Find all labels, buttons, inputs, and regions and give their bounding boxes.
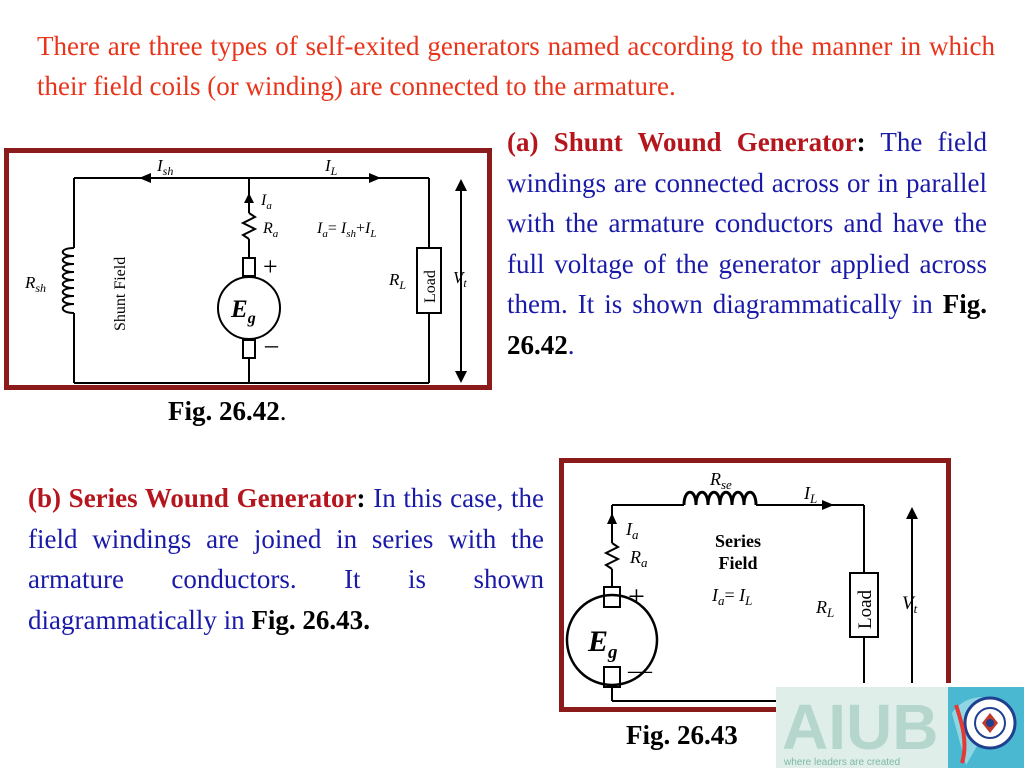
vt-arrow-bottom <box>455 371 467 383</box>
armature-resistor-ra <box>240 212 258 240</box>
shunt-body: The field windings are connected across … <box>507 127 987 319</box>
shunt-heading: (a) Shunt Wound Generator <box>507 127 857 157</box>
il-arrow <box>369 173 381 183</box>
label-vt: Vt <box>453 268 467 290</box>
label-rse: Rse <box>709 469 732 492</box>
armature-resistor-ra <box>603 542 621 570</box>
series-circuit-diagram: Rse IL Ia Ra Series Field Ia= IL + — Eg … <box>565 469 918 703</box>
label-il: IL <box>324 156 338 178</box>
label-plus: + <box>628 580 645 613</box>
series-heading: (b) Series Wound Generator <box>28 483 357 513</box>
label-series-line1: Series <box>715 531 761 551</box>
label-current-equation: Ia= Ish+IL <box>316 220 376 240</box>
shunt-field-coil <box>61 247 75 314</box>
series-colon: : <box>356 483 366 513</box>
label-rsh: Rsh <box>24 273 46 295</box>
label-load: Load <box>422 270 439 303</box>
label-minus: – <box>264 330 279 359</box>
label-rl: RL <box>388 270 406 292</box>
vt-arrow-top <box>906 507 918 519</box>
label-load: Load <box>855 589 876 629</box>
armature-brush-top <box>603 586 621 608</box>
intro-paragraph: There are three types of self-exited gen… <box>37 31 995 101</box>
label-ia: Ia <box>260 192 272 212</box>
label-current-equation: Ia= IL <box>711 585 752 608</box>
label-minus: — <box>627 658 653 684</box>
series-field-coil <box>682 490 758 506</box>
armature-circle <box>565 593 659 687</box>
label-vt: Vt <box>902 593 918 616</box>
label-il: IL <box>803 483 817 506</box>
label-plus: + <box>263 252 278 281</box>
ish-arrow <box>139 173 151 183</box>
fig-26-42-caption-end: . <box>279 396 287 426</box>
label-ra: Ra <box>262 220 279 240</box>
label-shunt-field: Shunt Field <box>112 257 129 331</box>
series-description: (b) Series Wound Generator: In this case… <box>28 478 544 640</box>
shunt-circuit-diagram: Ish IL Ia Ra Ia= Ish+IL Rsh Shunt Field … <box>24 156 467 384</box>
fig-26-42-caption: Fig. 26.42. <box>168 396 287 427</box>
ia-arrow <box>244 193 254 203</box>
fig-26-43-frame: Rse IL Ia Ra Series Field Ia= IL + — Eg … <box>559 458 951 712</box>
shunt-colon: : <box>856 127 866 157</box>
label-ish: Ish <box>156 156 173 178</box>
il-arrow <box>822 500 834 510</box>
series-fig-ref: Fig. 26.43 <box>251 604 364 635</box>
load-box <box>416 247 442 314</box>
shunt-description: (a) Shunt Wound Generator: The field win… <box>507 122 987 365</box>
fig-26-42-frame: Ish IL Ia Ra Ia= Ish+IL Rsh Shunt Field … <box>4 148 492 390</box>
vt-arrow-top <box>455 179 467 191</box>
aiub-logo-tagline: where leaders are created <box>783 757 900 768</box>
series-body: In this case, the field windings are joi… <box>28 483 544 635</box>
aiub-logo: AIUB where leaders are created <box>776 683 1024 768</box>
label-rl: RL <box>815 597 834 620</box>
armature-brush-top <box>242 257 256 277</box>
aiub-logo-text: AIUB <box>782 691 938 763</box>
label-ra: Ra <box>629 547 648 570</box>
label-ia: Ia <box>625 519 639 542</box>
label-series-line2: Field <box>719 553 758 573</box>
ia-arrow <box>607 513 617 524</box>
shunt-end: . <box>567 329 575 360</box>
label-eg: Eg <box>230 296 256 327</box>
armature-brush-bottom <box>242 339 256 359</box>
fig-26-43-caption: Fig. 26.43 <box>626 720 738 750</box>
series-end: . <box>363 604 370 635</box>
label-eg: Eg <box>587 625 618 663</box>
fig-26-42-caption-text: Fig. 26.42 <box>168 396 280 426</box>
shunt-fig-ref: Fig. 26.42 <box>507 289 987 360</box>
